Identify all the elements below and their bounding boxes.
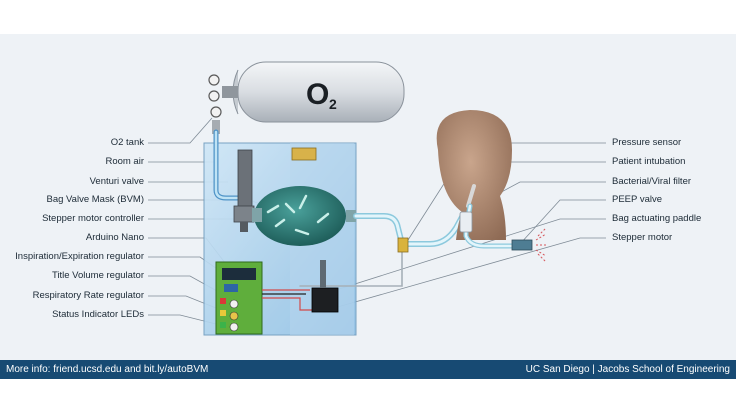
intubation-assembly bbox=[463, 184, 515, 249]
label-respiratory-rate-regulator: Respiratory Rate regulator bbox=[32, 290, 144, 301]
bag-valve-mask bbox=[252, 186, 356, 246]
tank-formula: O bbox=[306, 78, 329, 111]
patient-head bbox=[436, 110, 512, 240]
o2-tank bbox=[222, 61, 405, 123]
bacterial-viral-filter bbox=[459, 211, 473, 233]
label-bag-valve-mask: Bag Valve Mask (BVM) bbox=[46, 194, 145, 205]
label-bag-actuating-paddle: Bag actuating paddle bbox=[612, 213, 702, 224]
label-bacterial-viral-filter: Bacterial/Viral filter bbox=[612, 176, 692, 187]
label-title-volume-regulator: Title Volume regulator bbox=[51, 270, 144, 281]
oxygen-tubing bbox=[213, 129, 241, 201]
label-o2-tank: O2 tank bbox=[110, 137, 144, 148]
footer-credit: UC San Diego | Jacobs School of Engineer… bbox=[525, 364, 730, 375]
stepper-motor bbox=[311, 287, 339, 313]
venturi-valve bbox=[233, 149, 255, 232]
bag-actuating-paddle bbox=[320, 260, 326, 288]
label-peep-valve: PEEP valve bbox=[612, 194, 662, 205]
label-stepper-motor: Stepper motor bbox=[612, 232, 673, 243]
tank-subscript: 2 bbox=[329, 96, 337, 112]
label-room-air: Room air bbox=[105, 156, 144, 167]
footer-more-info: More info: friend.ucsd.edu and bit.ly/au… bbox=[6, 364, 209, 375]
label-status-indicator-leds: Status Indicator LEDs bbox=[52, 309, 144, 320]
peep-valve bbox=[511, 227, 548, 263]
label-pressure-sensor: Pressure sensor bbox=[612, 137, 682, 148]
pressure-sensor-tap bbox=[397, 237, 409, 253]
label-arduino-nano: Arduino Nano bbox=[85, 232, 144, 243]
pressure-sensor-board bbox=[291, 147, 317, 161]
label-inspiration-expiration-regulator: Inspiration/Expiration regulator bbox=[15, 251, 144, 262]
label-stepper-motor-controller: Stepper motor controller bbox=[42, 213, 144, 224]
footer-bar: More info: friend.ucsd.edu and bit.ly/au… bbox=[0, 360, 736, 379]
controller-board bbox=[215, 261, 263, 335]
label-venturi-valve: Venturi valve bbox=[89, 176, 144, 187]
regulator-gauges bbox=[208, 74, 222, 134]
label-patient-intubation: Patient intubation bbox=[612, 156, 686, 167]
